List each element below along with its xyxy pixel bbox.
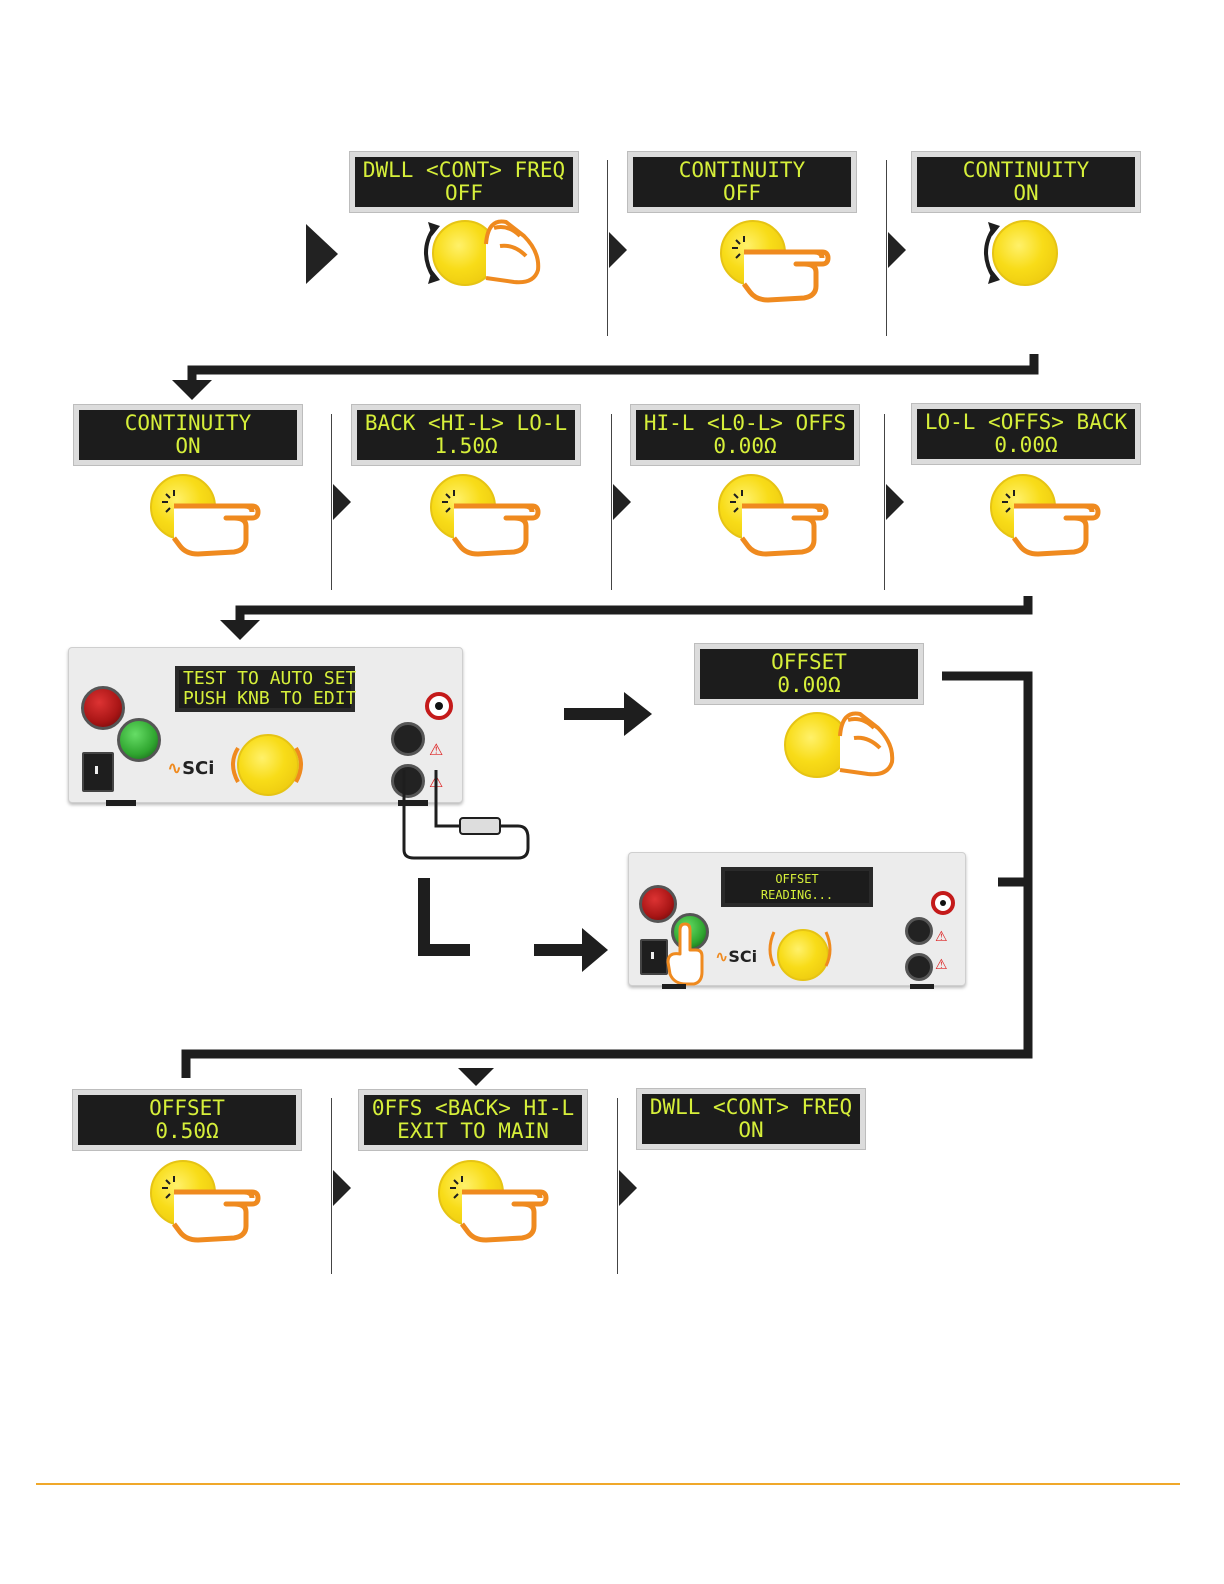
- rotate-mark-icon: [826, 932, 830, 966]
- press-hand-icon: [742, 506, 826, 554]
- rotate-mark-icon: [770, 932, 774, 966]
- device-foot: [106, 800, 136, 806]
- connector-line: [192, 354, 1034, 382]
- device-foot: [398, 800, 428, 806]
- down-arrow-icon: [172, 380, 212, 400]
- rotate-arrow-icon: [426, 228, 434, 278]
- press-hand-icon: [462, 1192, 546, 1240]
- connector-line: [240, 596, 1028, 622]
- rotate-mark-icon: [233, 748, 238, 782]
- test-lead-cable: [436, 770, 462, 826]
- test-lead-cable: [404, 770, 528, 858]
- right-arrow-icon: [582, 928, 608, 972]
- press-hand-icon: [174, 1192, 258, 1240]
- press-hand-icon: [174, 506, 258, 554]
- connector-line: [186, 676, 1028, 1078]
- grab-hand-icon: [486, 221, 538, 282]
- right-arrow-icon: [624, 692, 652, 736]
- press-hand-icon: [1014, 506, 1098, 554]
- pointing-finger-icon: [668, 924, 702, 984]
- arrow-shaft: [564, 708, 626, 720]
- rotate-arrow-icon: [986, 228, 994, 278]
- down-arrow-icon: [458, 1068, 494, 1086]
- arrow-shaft: [534, 944, 584, 956]
- footer-rule: [36, 1483, 1180, 1485]
- rotate-mark-icon: [296, 748, 301, 782]
- down-arrow-icon: [220, 620, 260, 640]
- connector-line: [424, 878, 470, 950]
- press-hand-icon: [744, 252, 828, 300]
- press-hand-icon: [454, 506, 538, 554]
- clip-connector: [460, 818, 500, 834]
- grab-hand-icon: [840, 713, 892, 774]
- device-foot: [662, 984, 686, 989]
- device-foot: [910, 984, 934, 989]
